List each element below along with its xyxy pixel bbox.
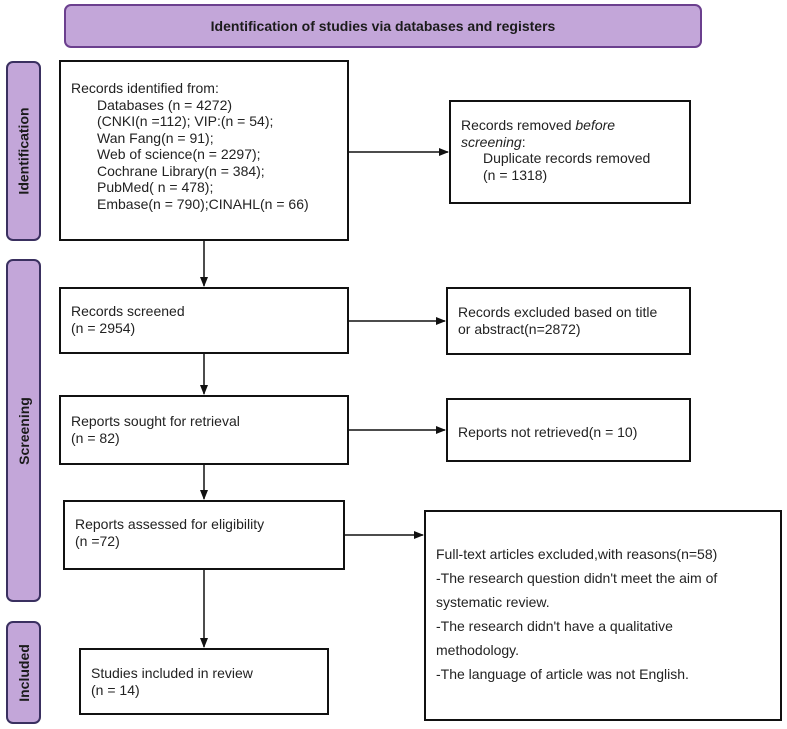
records-screened-line2: (n = 2954) [71,319,136,336]
fulltext-excluded-line: methodology. [436,642,520,658]
records-identified-line: PubMed( n = 478); [97,179,214,195]
records-identified-line: (CNKI(n =112); VIP:(n = 54); [97,113,274,129]
phase-identification: Identification [6,61,41,241]
reports-sought-line2: (n = 82) [71,429,120,446]
studies-included-line1: Studies included in review [91,665,253,681]
phase-included: Included [6,621,41,724]
fulltext-excluded-line: systematic review. [436,594,550,610]
fulltext-excluded-box: Full-text articles excluded,with reasons… [424,510,782,721]
records-removed-line1: Records removed before [461,117,616,133]
reports-assessed-line1: Reports assessed for eligibility [75,516,265,532]
records-removed-line3: Duplicate records removed [483,150,651,166]
records-identified-box: Records identified from: Databases (n = … [59,60,349,241]
reports-assessed-box: Reports assessed for eligibility (n =72) [63,500,345,570]
reports-not-retrieved-box: Reports not retrieved(n = 10) [446,398,691,462]
records-identified-line: Web of science(n = 2297); [97,146,261,162]
records-removed-line2: screening: [461,133,526,150]
records-excluded-line1: Records excluded based on title [458,304,658,320]
fulltext-excluded-line: Full-text articles excluded,with reasons… [436,546,718,562]
records-identified-title: Records identified from: [71,80,219,96]
reports-not-retrieved-line1: Reports not retrieved(n = 10) [458,424,638,440]
records-excluded-line2: or abstract(n=2872) [458,320,581,337]
reports-assessed-line2: (n =72) [75,532,120,549]
records-removed-line4: (n = 1318) [483,166,548,183]
diagram-header: Identification of studies via databases … [64,4,702,48]
records-identified-line: Cochrane Library(n = 384); [97,162,265,179]
reports-sought-box: Reports sought for retrieval (n = 82) [59,395,349,465]
phase-screening: Screening [6,259,41,602]
records-removed-box: Records removed before screening: Duplic… [449,100,691,204]
records-excluded-box: Records excluded based on title or abstr… [446,287,691,355]
fulltext-excluded-line: -The language of article was not English… [436,666,689,682]
fulltext-excluded-line: -The research question didn't meet the a… [436,570,718,586]
records-identified-line: Wan Fang(n = 91); [97,129,214,146]
reports-sought-line1: Reports sought for retrieval [71,413,240,429]
header-title: Identification of studies via databases … [210,18,556,34]
records-screened-box: Records screened (n = 2954) [59,287,349,354]
studies-included-line2: (n = 14) [91,681,140,698]
records-identified-line: Embase(n = 790);CINAHL(n = 66) [97,195,309,212]
records-identified-line: Databases (n = 4272) [97,96,233,113]
studies-included-box: Studies included in review (n = 14) [79,648,329,715]
fulltext-excluded-line: -The research didn't have a qualitative [436,618,673,634]
records-screened-line1: Records screened [71,303,185,319]
